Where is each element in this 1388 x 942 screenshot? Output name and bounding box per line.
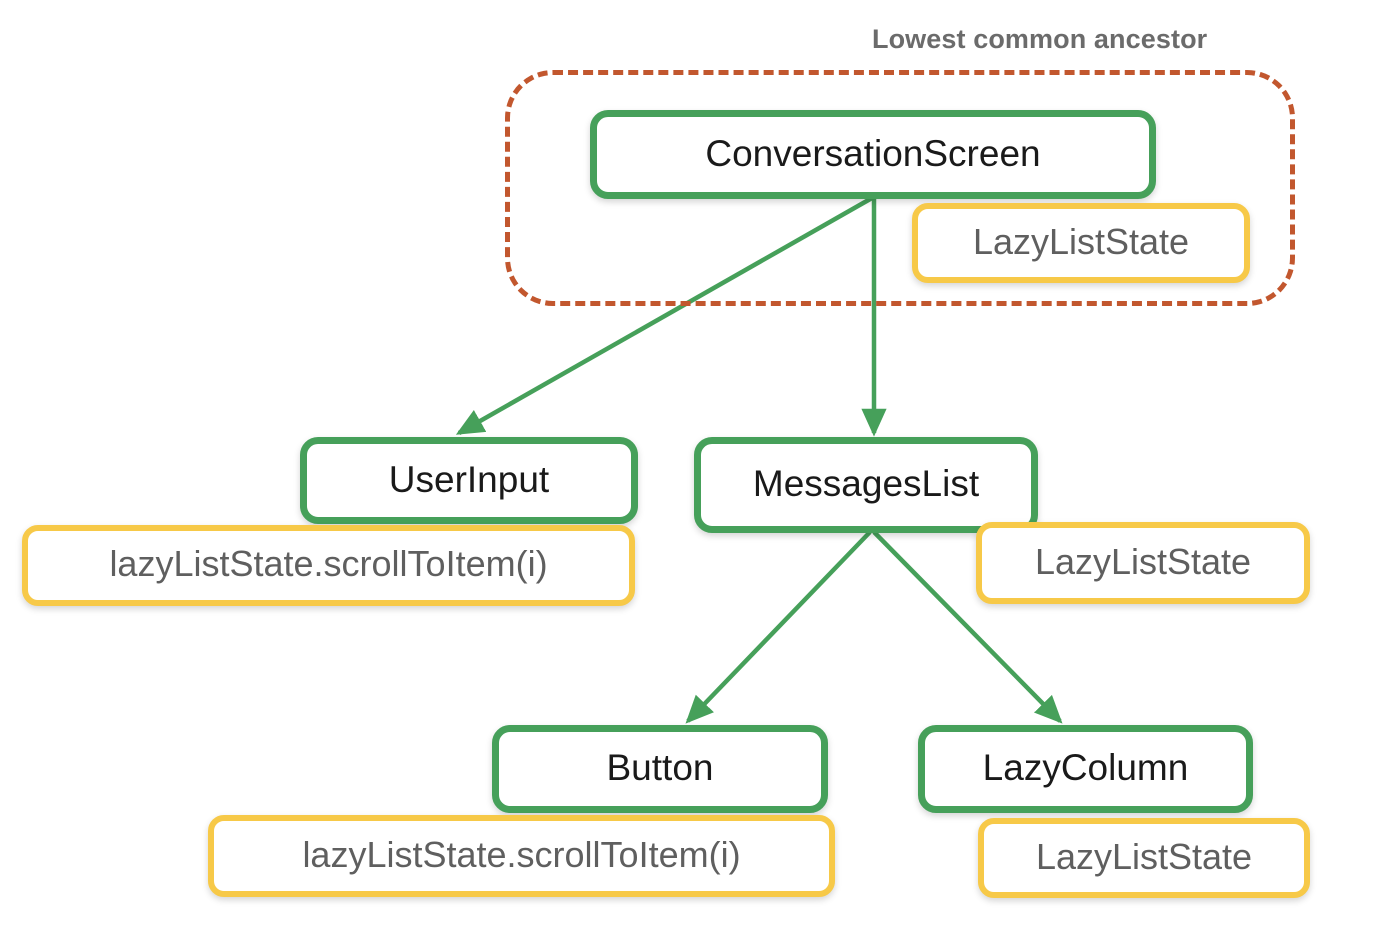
- node-lazy-list-state-root-label: LazyListState: [972, 220, 1190, 262]
- node-user-input-state[interactable]: lazyListState.scrollToItem(i): [22, 525, 635, 606]
- node-lazy-column-label: LazyColumn: [982, 747, 1189, 788]
- node-lazy-column-state-label: LazyListState: [1035, 835, 1253, 877]
- node-messages-list-state-label: LazyListState: [1034, 540, 1252, 582]
- node-conversation-screen[interactable]: ConversationScreen: [590, 110, 1156, 199]
- node-messages-list-state[interactable]: LazyListState: [976, 522, 1310, 604]
- node-button-state[interactable]: lazyListState.scrollToItem(i): [208, 815, 835, 897]
- node-conversation-screen-label: ConversationScreen: [705, 132, 1041, 174]
- node-user-input-label: UserInput: [388, 458, 550, 500]
- node-button-label: Button: [606, 747, 714, 788]
- edge-messageslist-to-button: [685, 530, 872, 724]
- node-button[interactable]: Button: [492, 725, 828, 813]
- node-lazy-column-state[interactable]: LazyListState: [978, 818, 1310, 898]
- lowest-common-ancestor-caption: Lowest common ancestor: [872, 24, 1208, 54]
- lowest-common-ancestor-region: [505, 70, 1295, 306]
- node-user-input[interactable]: UserInput: [300, 437, 638, 524]
- node-lazy-list-state-root[interactable]: LazyListState: [912, 203, 1250, 283]
- node-messages-list-label: MessagesList: [752, 463, 980, 504]
- node-messages-list[interactable]: MessagesList: [694, 437, 1038, 533]
- node-lazy-column[interactable]: LazyColumn: [918, 725, 1253, 813]
- node-user-input-state-label: lazyListState.scrollToItem(i): [109, 543, 548, 584]
- node-button-state-label: lazyListState.scrollToItem(i): [302, 833, 741, 875]
